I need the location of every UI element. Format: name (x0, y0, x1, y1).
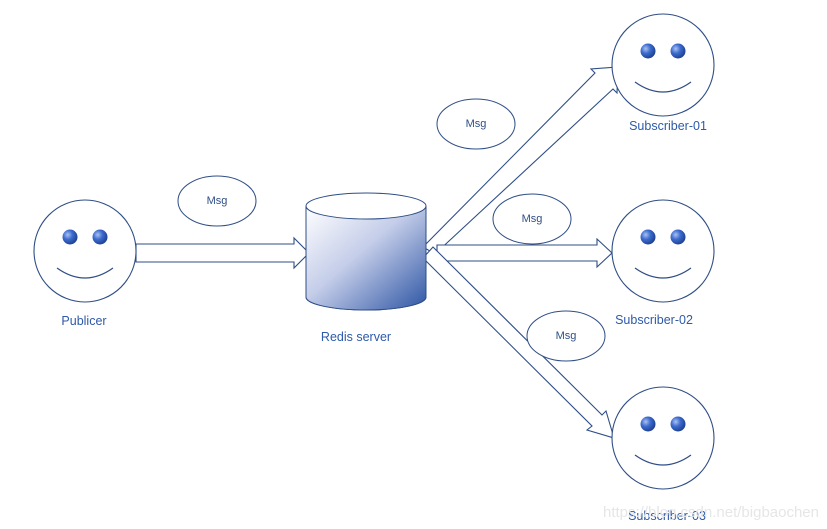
msg-label-sub01: Msg (465, 118, 487, 130)
msg-ellipse-pub (177, 175, 257, 227)
publisher-smiley-face-icon (33, 199, 137, 303)
msg-label-sub02: Msg (521, 213, 543, 225)
publisher-label: Publicer (61, 314, 107, 328)
msg-ellipse-sub02 (492, 193, 572, 245)
subscriber-03-label: Subscriber-03 (628, 509, 706, 523)
msg-label-pub: Msg (206, 195, 228, 207)
msg-ellipse-sub01 (436, 98, 516, 150)
subscriber-03-smiley-face-icon (611, 386, 715, 490)
arrow-redis-to-sub03 (422, 246, 615, 439)
arrow-publisher-to-redis (135, 236, 310, 270)
database-cylinder-icon (305, 192, 427, 311)
subscriber-01-label: Subscriber-01 (629, 119, 707, 133)
msg-ellipse-sub03 (526, 310, 606, 362)
subscriber-01-smiley-face-icon (611, 13, 715, 117)
msg-label-sub03: Msg (555, 330, 577, 342)
subscriber-02-smiley-face-icon (611, 199, 715, 303)
arrow-redis-to-sub02 (436, 237, 613, 269)
watermark: https://blog.csdn.net/bigbaochen (603, 504, 819, 521)
subscriber-02-label: Subscriber-02 (615, 313, 693, 327)
redis-server-label: Redis server (320, 330, 392, 344)
